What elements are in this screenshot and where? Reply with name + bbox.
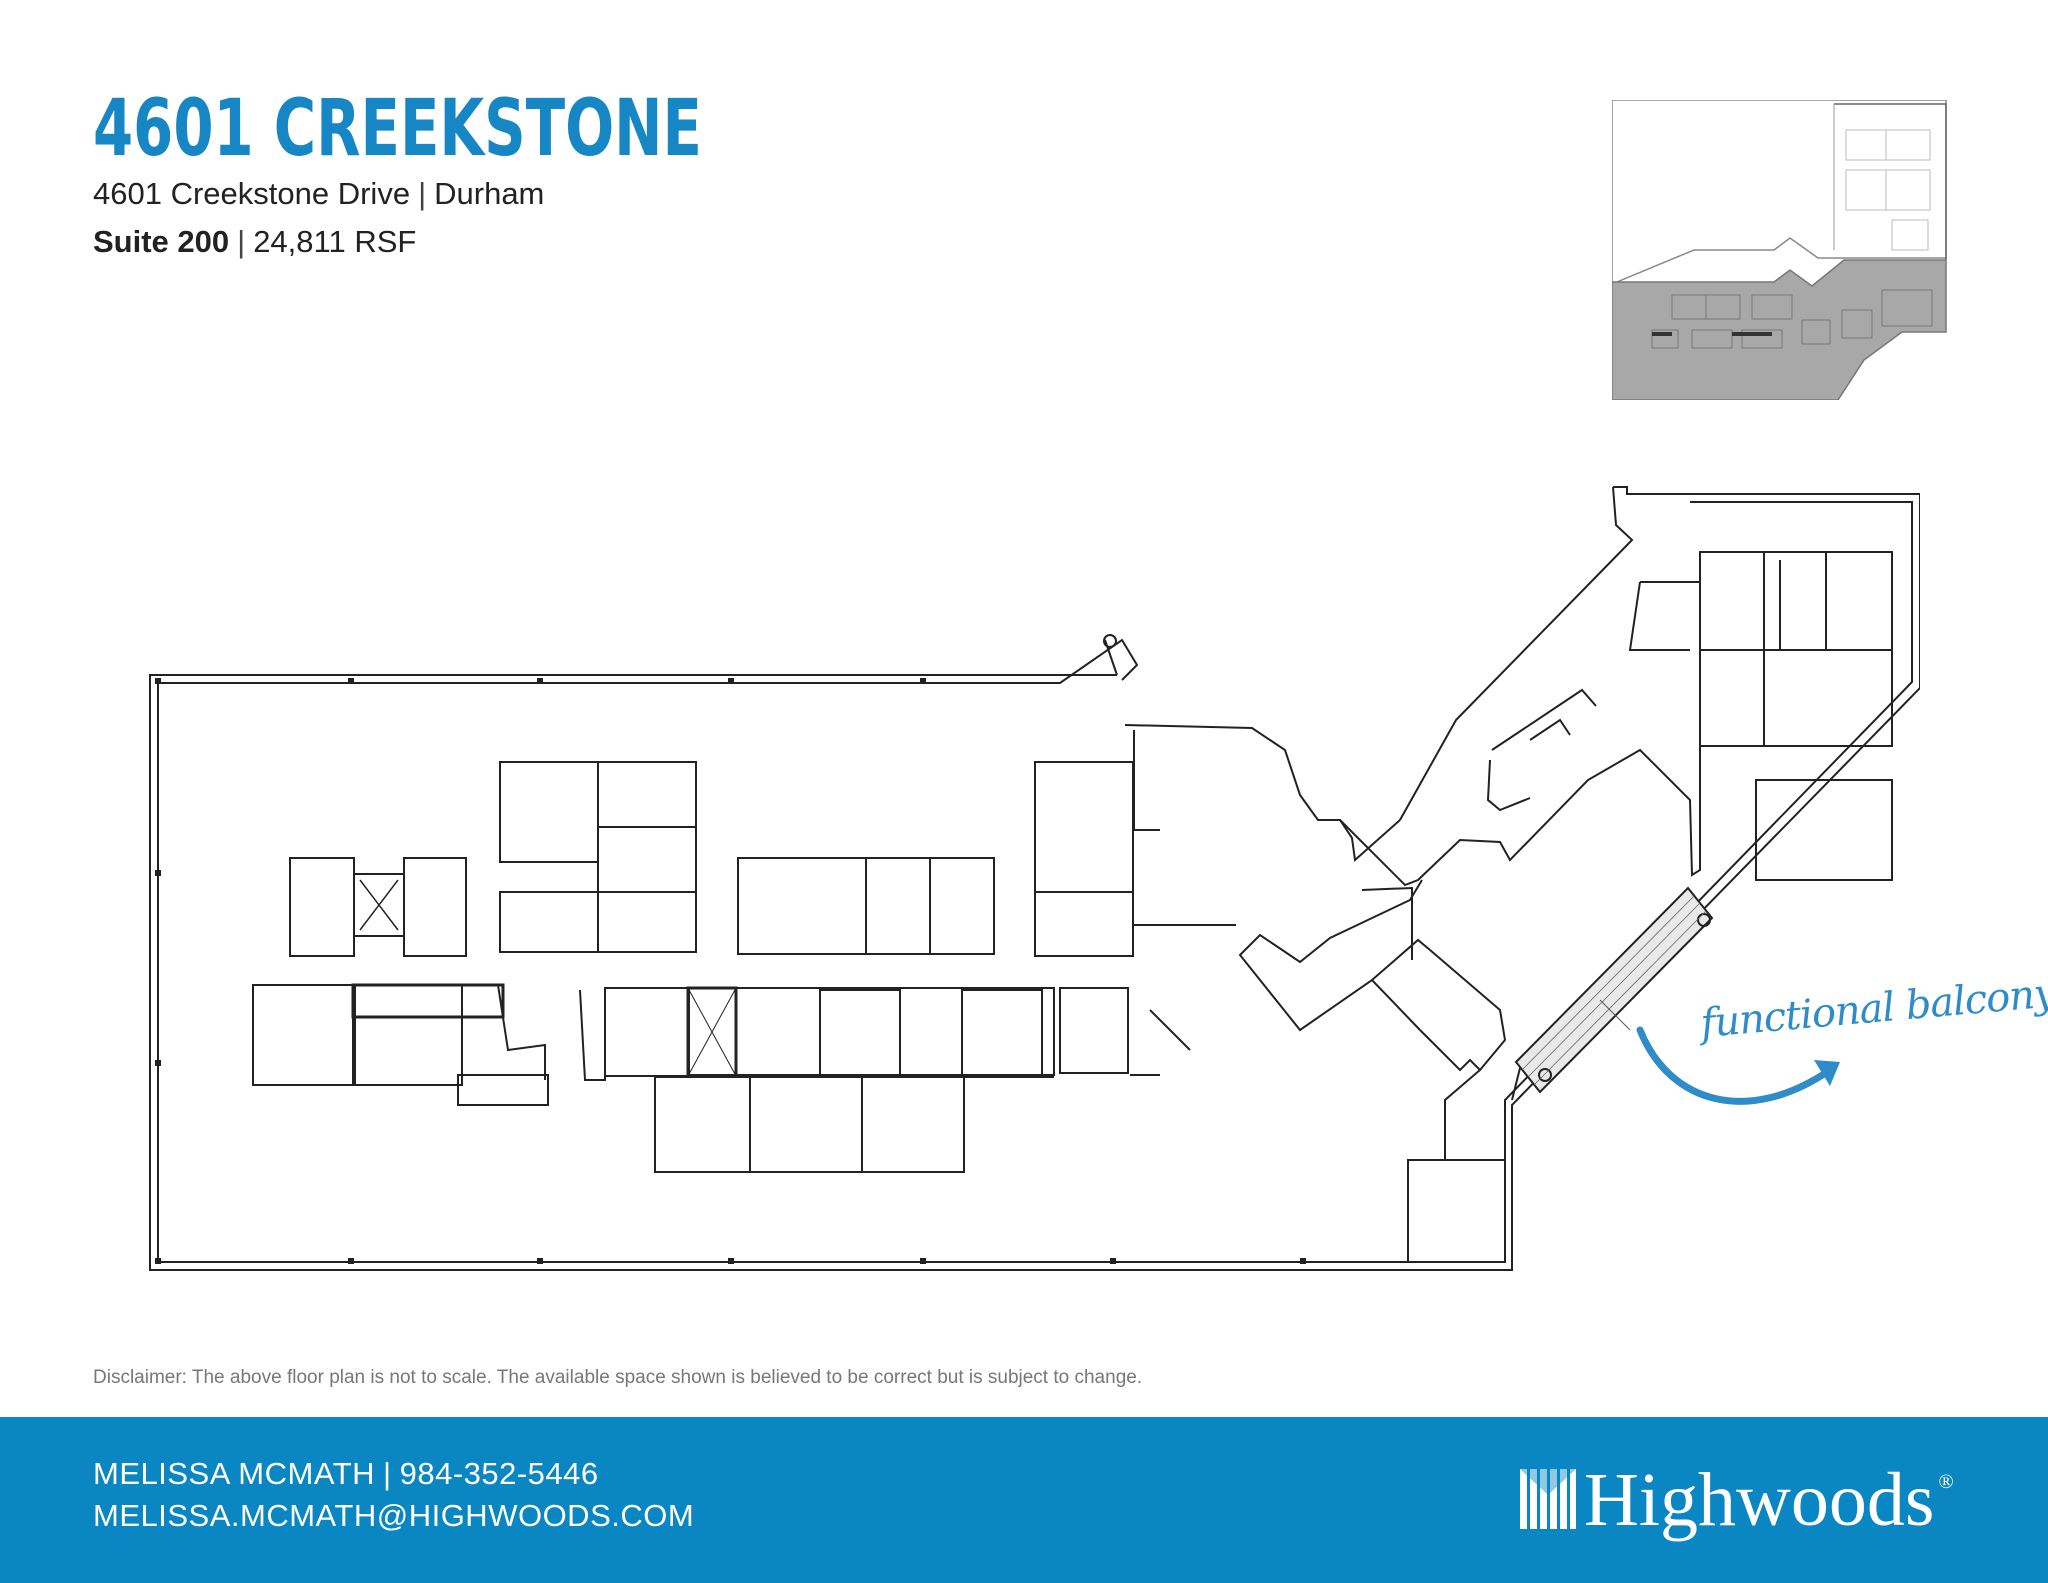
brand-name: Highwoods® [1584, 1457, 1954, 1544]
agent-phone[interactable]: 984-352-5446 [399, 1456, 599, 1491]
contact-info: MELISSA MCMATH|984-352-5446 MELISSA.MCMA… [93, 1453, 694, 1537]
agent-email[interactable]: MELISSA.MCMATH@HIGHWOODS.COM [93, 1498, 695, 1533]
registered-mark: ® [1938, 1471, 1954, 1493]
brand-wordmark: Highwoods [1584, 1458, 1935, 1542]
separator: | [418, 176, 427, 211]
curved-arrow-icon [1636, 1026, 1840, 1105]
exterior-wall [149, 486, 1920, 1271]
street-address: 4601 Creekstone Drive [93, 176, 411, 211]
page-title: 4601 CREEKSTONE [93, 84, 702, 174]
footer-bar: MELISSA MCMATH|984-352-5446 MELISSA.MCMA… [0, 1417, 2048, 1583]
separator: | [383, 1456, 392, 1491]
highwoods-mark-icon [1520, 1469, 1576, 1529]
agent-name: MELISSA MCMATH [93, 1456, 376, 1491]
suite-number: Suite 200 [93, 224, 230, 259]
floor-plan [149, 486, 1920, 1271]
property-address: 4601 Creekstone Drive|Durham [93, 176, 544, 212]
suite-info: Suite 200|24,811 RSF [93, 224, 416, 260]
agent-line: MELISSA MCMATH|984-352-5446 [93, 1453, 694, 1495]
separator: | [237, 224, 246, 259]
highwoods-logo: Highwoods® [1520, 1457, 1960, 1549]
city: Durham [434, 176, 545, 211]
disclaimer: Disclaimer: The above floor plan is not … [93, 1367, 1143, 1388]
rentable-area: 24,811 RSF [253, 224, 417, 259]
building-key-map [1612, 100, 1947, 400]
